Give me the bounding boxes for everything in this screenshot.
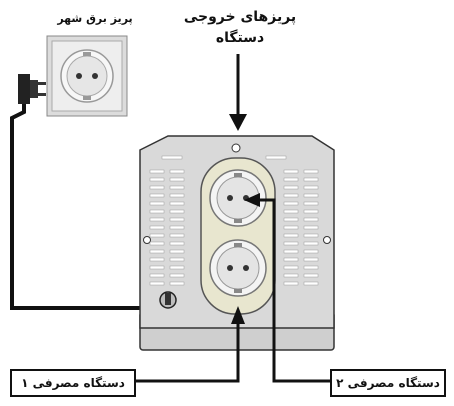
vent-slot — [149, 185, 165, 190]
output-sockets-label-line2: دستگاه — [215, 30, 265, 46]
vent-slot — [149, 281, 165, 286]
wall-socket — [46, 35, 128, 117]
ventilation-slots — [149, 169, 319, 286]
vent-slot — [149, 273, 165, 278]
vent-slot — [169, 265, 185, 270]
vent-slot — [169, 201, 185, 206]
vent-slot — [283, 281, 299, 286]
vent-slot — [283, 249, 299, 254]
vent-slot — [149, 169, 165, 174]
vent-slot — [169, 241, 185, 246]
vent-slot — [303, 233, 319, 238]
vent-slot — [149, 241, 165, 246]
vent-slot — [303, 185, 319, 190]
vent-slot — [149, 177, 165, 182]
vent-slot — [169, 193, 185, 198]
vent-slot — [283, 201, 299, 206]
vent-slot — [303, 249, 319, 254]
vent-slot — [303, 241, 319, 246]
vent-slot — [169, 169, 185, 174]
vent-slot — [169, 273, 185, 278]
vent-slot — [149, 217, 165, 222]
power-plug-icon — [18, 74, 46, 104]
vent-slot — [283, 169, 299, 174]
vent-slot — [303, 193, 319, 198]
vent-slot — [169, 281, 185, 286]
vent-slot — [283, 273, 299, 278]
vent-slot — [283, 225, 299, 230]
vent-slot — [303, 217, 319, 222]
device-2-cable — [244, 193, 330, 383]
vent-slot — [169, 249, 185, 254]
vent-slot — [303, 273, 319, 278]
vent-slot — [149, 265, 165, 270]
vent-slot — [169, 209, 185, 214]
vent-slot — [149, 233, 165, 238]
mains-cable — [10, 104, 140, 310]
vent-slot — [169, 185, 185, 190]
vent-slot — [283, 257, 299, 262]
vent-slot — [169, 233, 185, 238]
vent-slot — [169, 257, 185, 262]
vent-slot — [149, 225, 165, 230]
vent-slot — [283, 185, 299, 190]
output-socket-2 — [209, 239, 267, 297]
vent-slot — [283, 241, 299, 246]
output-label-arrow — [229, 54, 247, 131]
vent-slot — [169, 177, 185, 182]
vent-slot — [303, 265, 319, 270]
output-sockets-label: پریزهای خروجی — [183, 9, 297, 25]
power-switch — [159, 291, 177, 309]
vent-slot — [149, 201, 165, 206]
vent-slot — [303, 281, 319, 286]
device-1-label: دستگاه مصرفی ۱ — [10, 369, 136, 397]
vent-slot — [283, 217, 299, 222]
vent-slot — [303, 225, 319, 230]
vent-slot — [283, 177, 299, 182]
device-1-cable — [132, 306, 245, 383]
vent-slot — [149, 209, 165, 214]
vent-slot — [283, 193, 299, 198]
vent-slot — [303, 209, 319, 214]
vent-slot — [303, 177, 319, 182]
device-2-label: دستگاه مصرفی ۲ — [330, 369, 446, 397]
vent-slot — [303, 169, 319, 174]
vent-slot — [169, 217, 185, 222]
vent-slot — [283, 209, 299, 214]
vent-slot — [149, 249, 165, 254]
vent-slot — [149, 193, 165, 198]
wall-socket-label: پریز برق شهر — [57, 12, 133, 25]
vent-slot — [303, 201, 319, 206]
vent-slot — [303, 257, 319, 262]
vent-slot — [169, 225, 185, 230]
vent-slot — [283, 265, 299, 270]
vent-slot — [149, 257, 165, 262]
vent-slot — [283, 233, 299, 238]
